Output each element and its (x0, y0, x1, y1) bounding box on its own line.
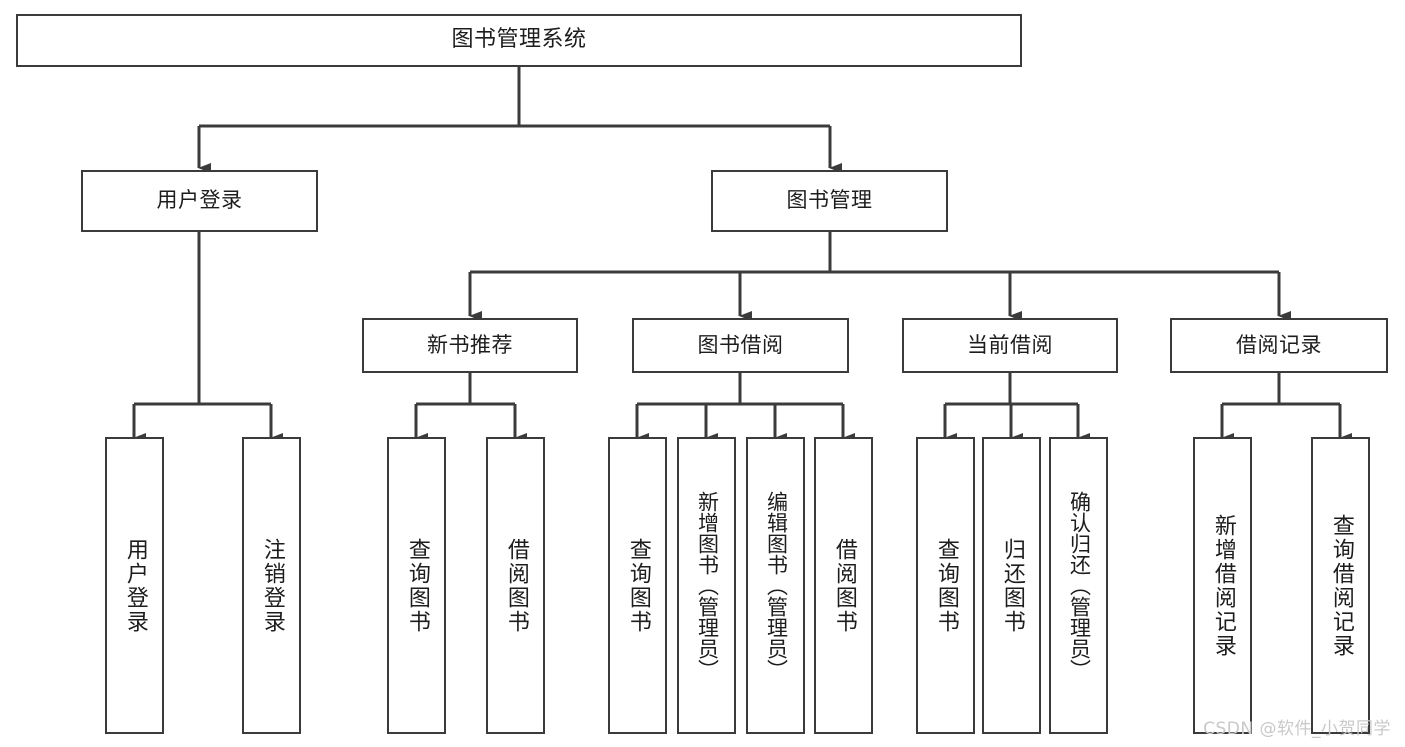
node-book-management[interactable]: 图书管理 (711, 170, 948, 232)
node-label: 借阅记录 (1236, 332, 1322, 357)
node-label: 图书管理系统 (451, 27, 587, 53)
node-label: 借阅图书 (831, 537, 857, 634)
node-label: 新增借阅记录 (1210, 513, 1236, 658)
leaf-user-login-logout[interactable]: 注销登录 (242, 437, 301, 734)
node-label: 查询图书 (404, 537, 430, 634)
node-root-system[interactable]: 图书管理系统 (16, 14, 1022, 67)
node-label: 编辑图书（管理员） (764, 491, 789, 680)
node-label: 查询图书 (625, 537, 651, 634)
leaf-borrow-borrow-book[interactable]: 借阅图书 (814, 437, 873, 734)
watermark-text: CSDN @软件_小贺同学 (1203, 719, 1391, 739)
leaf-borrow-add-book-admin[interactable]: 新增图书（管理员） (677, 437, 736, 734)
leaf-borrow-edit-book-admin[interactable]: 编辑图书（管理员） (746, 437, 805, 734)
node-label: 用户登录 (156, 188, 243, 213)
node-label: 确认归还（管理员） (1067, 491, 1092, 680)
node-label: 当前借阅 (967, 332, 1053, 357)
node-label: 图书借阅 (697, 332, 784, 357)
node-label: 查询借阅记录 (1328, 513, 1354, 658)
node-book-borrow[interactable]: 图书借阅 (632, 318, 849, 373)
leaf-borrow-query-book[interactable]: 查询图书 (608, 437, 667, 734)
node-borrow-record[interactable]: 借阅记录 (1170, 318, 1388, 373)
leaf-user-login-login[interactable]: 用户登录 (105, 437, 164, 734)
node-label: 归还图书 (999, 537, 1025, 634)
node-label: 用户登录 (122, 537, 148, 634)
node-label: 新书推荐 (427, 332, 513, 357)
node-new-book-recommend[interactable]: 新书推荐 (362, 318, 578, 373)
node-label: 新增图书（管理员） (695, 491, 720, 680)
leaf-recommend-query-book[interactable]: 查询图书 (387, 437, 446, 734)
node-label: 注销登录 (259, 537, 285, 634)
leaf-record-add-record[interactable]: 新增借阅记录 (1193, 437, 1252, 734)
node-label: 借阅图书 (503, 537, 529, 634)
leaf-current-confirm-return-admin[interactable]: 确认归还（管理员） (1049, 437, 1108, 734)
leaf-record-query-record[interactable]: 查询借阅记录 (1311, 437, 1370, 734)
leaf-current-query-book[interactable]: 查询图书 (916, 437, 975, 734)
node-label: 图书管理 (786, 188, 873, 213)
leaf-current-return-book[interactable]: 归还图书 (982, 437, 1041, 734)
node-label: 查询图书 (933, 537, 959, 634)
leaf-recommend-borrow-book[interactable]: 借阅图书 (486, 437, 545, 734)
node-user-login[interactable]: 用户登录 (81, 170, 318, 232)
node-current-borrow[interactable]: 当前借阅 (902, 318, 1118, 373)
